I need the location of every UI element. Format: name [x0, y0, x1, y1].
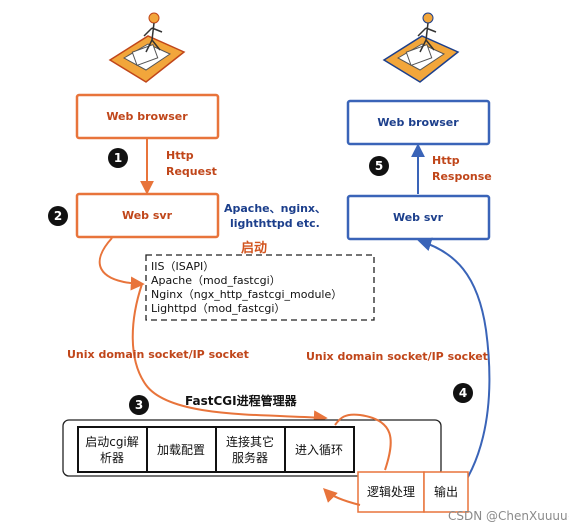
loop-curve-down	[323, 488, 361, 506]
manager-step-label: 连接其它	[226, 434, 274, 449]
output-label: 输出	[434, 484, 458, 499]
badge-4: 4	[453, 383, 473, 403]
right-socket-label: Unix domain socket/IP socket	[306, 350, 488, 363]
right-socket-curve	[417, 237, 491, 496]
start-label: 启动	[241, 240, 267, 256]
manager-step-label: 启动cgi解	[85, 435, 139, 449]
left-start-curve	[98, 237, 145, 291]
badge-2: 2	[48, 206, 68, 226]
manager-step-box	[77, 426, 148, 473]
module-item: IIS（ISAPI）	[151, 260, 214, 273]
manager-step-label: 加载配置	[157, 443, 205, 457]
logic-box	[357, 471, 425, 513]
manager-step-label: 析器	[100, 451, 124, 465]
computer-user-icon-left	[108, 12, 186, 83]
computer-user-icon-right	[382, 12, 460, 83]
left-web-browser-label: Web browser	[106, 110, 188, 123]
svg-text:2: 2	[54, 209, 62, 223]
manager-step-label: 进入循环	[295, 443, 343, 457]
left-socket-curve	[131, 283, 328, 425]
left-socket-label: Unix domain socket/IP socket	[67, 348, 249, 361]
badge-1: 1	[108, 148, 128, 168]
svg-text:4: 4	[459, 386, 467, 400]
output-box	[423, 471, 469, 513]
module-item: Apache（mod_fastcgi）	[151, 274, 281, 287]
svg-text:3: 3	[135, 398, 143, 412]
manager-step-box	[215, 426, 286, 473]
left-web-svr-label: Web svr	[122, 209, 173, 222]
svg-text:5: 5	[375, 159, 383, 173]
loop-curve-up	[334, 413, 392, 471]
badge-5: 5	[369, 156, 389, 176]
right-web-browser-label: Web browser	[377, 116, 459, 129]
svg-text:1: 1	[114, 151, 122, 165]
manager-step-box	[284, 426, 355, 473]
right-web-svr-label: Web svr	[393, 211, 444, 224]
servers-note-1: Apache、nginx、	[224, 202, 326, 215]
modules-dashed-box	[145, 254, 375, 321]
http-request-label-2: Request	[166, 165, 217, 178]
manager-title: FastCGI进程管理器	[185, 393, 298, 408]
module-item: Nginx（ngx_http_fastcgi_module）	[151, 288, 342, 301]
manager-step-label: 服务器	[232, 450, 268, 465]
servers-note-2: lighthttpd etc.	[230, 217, 320, 230]
left-web-browser-box	[75, 93, 220, 140]
manager-step-box	[146, 426, 217, 473]
http-response-label-2: Response	[432, 170, 492, 183]
http-request-label-1: Http	[166, 149, 194, 162]
logic-label: 逻辑处理	[367, 485, 415, 499]
badge-3: 3	[129, 395, 149, 415]
module-item: Lighttpd（mod_fastcgi）	[151, 302, 285, 315]
watermark: CSDN @ChenXuuuu~	[448, 509, 569, 523]
left-web-svr-box	[75, 192, 220, 239]
http-response-label-1: Http	[432, 154, 460, 167]
